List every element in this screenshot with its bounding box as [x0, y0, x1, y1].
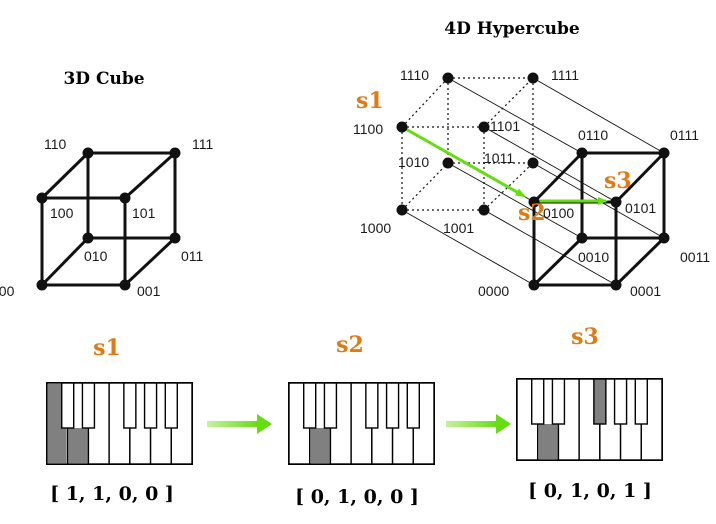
cube-3d-title: 3D Cube [63, 69, 144, 89]
vertex-label: 1110 [400, 67, 429, 83]
black-key [143, 382, 158, 429]
state-vector-s2: [ 0, 1, 0, 0 ] [295, 486, 419, 508]
vertex-label: 001 [137, 283, 161, 299]
black-key [634, 378, 648, 425]
vertex-label: 0101 [625, 200, 656, 216]
black-key [303, 382, 317, 429]
vertex-label: 0011 [680, 249, 710, 265]
vertex-label: 1001 [443, 220, 474, 236]
keyboard-s3 [516, 378, 663, 461]
panel-label-s2: s2 [336, 332, 364, 358]
vertex-label: 1011 [484, 150, 514, 166]
pressed-key [68, 428, 88, 463]
vertex-label: 0111 [670, 127, 699, 143]
black-key [164, 382, 178, 429]
vertex-label: 1010 [398, 154, 429, 170]
vertex-label: 0100 [543, 205, 574, 221]
pressed-key [310, 428, 330, 463]
black-key [551, 378, 566, 425]
vertex-label: 1101 [490, 118, 520, 134]
pressed-key [538, 424, 558, 459]
state-label-s1: s1 [356, 88, 384, 114]
black-key [61, 382, 75, 429]
keyboard-s2 [288, 382, 435, 465]
hypercube-title: 4D Hypercube [444, 19, 580, 39]
transition-arrow-1 [207, 414, 272, 434]
black-key [323, 382, 338, 429]
state-label-s2: s2 [518, 200, 546, 226]
vertex-label: 0110 [578, 127, 608, 143]
vertex-label: 011 [181, 248, 204, 264]
vertex-label: 000 [0, 283, 15, 299]
black-key [123, 382, 137, 429]
vertex-label: 110 [44, 136, 67, 152]
transition-arrow-s1-s2 [403, 126, 526, 198]
vertex-label: 111 [192, 136, 213, 152]
vertex-label: 1111 [551, 67, 579, 83]
black-key [406, 382, 420, 429]
cube-3d [36, 147, 181, 291]
vertex-label: 100 [50, 205, 74, 221]
vertex-label: 0001 [630, 283, 661, 299]
panel-label-s1: s1 [93, 335, 121, 361]
vertex-label: 010 [84, 248, 108, 264]
vertex-label: 0010 [578, 249, 609, 265]
vertex-label: 101 [132, 205, 156, 221]
black-key [531, 378, 545, 425]
state-vector-s1: [ 1, 1, 0, 0 ] [50, 483, 174, 505]
transition-arrow-2 [446, 414, 511, 434]
vertex-label: 1100 [353, 121, 383, 137]
vertex-label: 0000 [478, 283, 509, 299]
keyboard-s1 [46, 382, 193, 465]
vertex-label: 1000 [360, 220, 391, 236]
state-vector-s3: [ 0, 1, 0, 1 ] [528, 480, 652, 502]
panel-label-s3: s3 [571, 324, 599, 350]
black-key [81, 382, 96, 429]
black-key [613, 378, 628, 425]
hypercube-4d [396, 72, 670, 291]
black-key [593, 378, 607, 425]
state-label-s3: s3 [604, 168, 632, 194]
black-key [385, 382, 400, 429]
black-key [365, 382, 379, 429]
